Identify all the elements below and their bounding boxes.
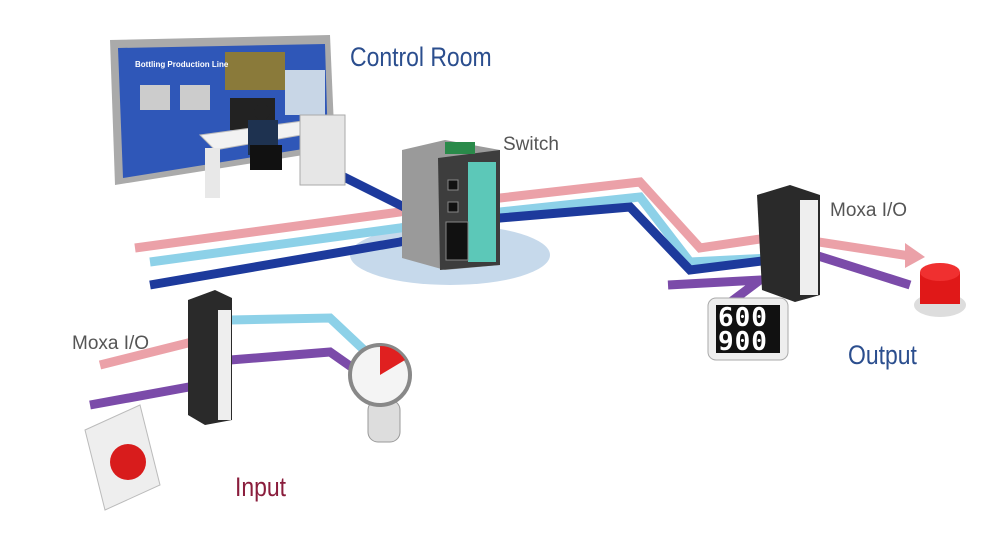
display-digits: 600 900 — [718, 303, 768, 357]
push-button — [84, 404, 161, 511]
moxa-io-left-label: Moxa I/O — [72, 333, 150, 354]
pressure-gauge — [348, 343, 412, 443]
display-line-2: 900 — [718, 327, 768, 357]
display-line-1: 600 — [718, 303, 768, 333]
cable-purple-button — [89, 380, 201, 410]
switch-label: Switch — [503, 134, 559, 155]
cable-darkblue — [149, 202, 771, 290]
screen-title: Bottling Production Line — [135, 60, 229, 69]
moxa-io-right-device — [757, 185, 820, 302]
moxa-io-left-device — [188, 290, 232, 425]
cable-purple-light — [813, 250, 912, 290]
moxa-io-right-label: Moxa I/O — [830, 200, 908, 221]
ethernet-switch — [402, 140, 500, 270]
input-label: Input — [235, 472, 287, 502]
output-label: Output — [848, 340, 917, 370]
cable-red-left — [98, 335, 202, 370]
control-room-label: Control Room — [350, 42, 492, 72]
cable-lightblue — [149, 192, 771, 267]
operator-desk — [198, 98, 346, 198]
warning-light — [914, 263, 966, 317]
arrow-to-light — [905, 243, 925, 268]
numeric-display — [707, 297, 789, 361]
